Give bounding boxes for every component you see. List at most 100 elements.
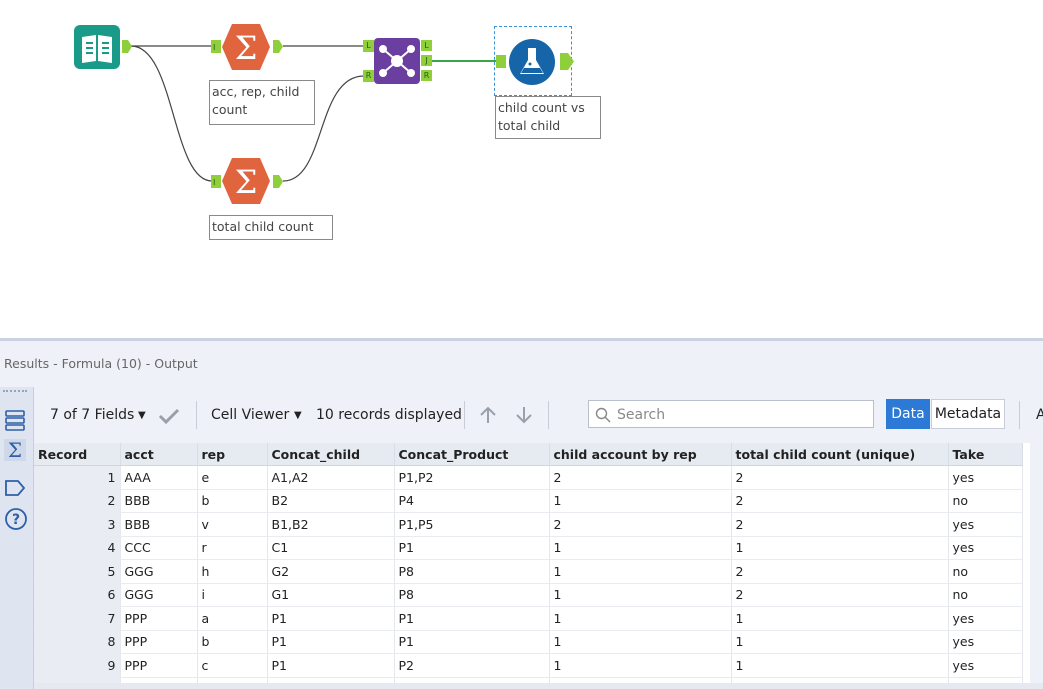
table-cell[interactable]: 2 xyxy=(549,465,732,490)
table-cell[interactable]: BBB xyxy=(120,489,198,513)
help-icon[interactable]: ? xyxy=(4,507,28,531)
table-cell[interactable]: C1 xyxy=(267,536,395,560)
table-cell[interactable]: P1 xyxy=(267,653,395,678)
column-header[interactable]: total child count (unique) xyxy=(731,443,949,466)
column-header[interactable]: Concat_child xyxy=(267,443,395,466)
table-cell[interactable]: no xyxy=(948,489,1023,513)
table-cell[interactable]: P4 xyxy=(394,677,550,683)
table-cell[interactable]: 2 xyxy=(549,512,732,537)
join-output-left[interactable]: L xyxy=(421,40,432,51)
table-cell[interactable]: PPP xyxy=(120,606,198,631)
record-number-cell[interactable]: 7 xyxy=(34,606,121,631)
table-cell[interactable]: 1 xyxy=(549,583,732,607)
sigma-icon[interactable]: Σ xyxy=(4,439,26,461)
column-header[interactable]: rep xyxy=(197,443,268,466)
record-number-cell[interactable]: 10 xyxy=(34,677,121,683)
table-view-icon[interactable] xyxy=(4,409,26,431)
record-number-cell[interactable]: 8 xyxy=(34,630,121,654)
input-anchor[interactable]: I xyxy=(211,175,221,188)
join-tool[interactable] xyxy=(374,38,420,84)
join-output-right[interactable]: R xyxy=(421,70,432,81)
table-cell[interactable]: 1 xyxy=(731,630,949,654)
table-cell[interactable]: P1 xyxy=(394,606,550,631)
table-cell[interactable]: yes xyxy=(948,536,1023,560)
workflow-canvas[interactable]: I Σ acc, rep, child count I Σ total chil… xyxy=(0,0,1043,338)
table-cell[interactable]: BBB xyxy=(120,512,198,537)
browse-tool[interactable] xyxy=(508,38,556,86)
input-data-tool[interactable] xyxy=(74,25,120,69)
table-cell[interactable]: P1 xyxy=(267,630,395,654)
truncated-toolbar-item[interactable]: A xyxy=(1036,407,1043,423)
horizontal-scrollbar[interactable] xyxy=(34,683,1043,689)
table-cell[interactable]: r xyxy=(197,536,268,560)
input-anchor[interactable]: I xyxy=(211,40,221,53)
table-cell[interactable]: 1 xyxy=(731,677,949,683)
table-cell[interactable]: h xyxy=(197,559,268,584)
table-cell[interactable]: G2 xyxy=(267,559,395,584)
table-cell[interactable]: PPP xyxy=(120,630,198,654)
table-cell[interactable]: A1,A2 xyxy=(267,465,395,490)
table-cell[interactable]: P1,P2 xyxy=(394,465,550,490)
table-cell[interactable]: P4 xyxy=(394,489,550,513)
chevron-down-icon[interactable]: ▼ xyxy=(138,410,146,421)
table-cell[interactable]: yes xyxy=(948,630,1023,654)
table-cell[interactable]: v xyxy=(197,512,268,537)
record-number-cell[interactable]: 9 xyxy=(34,653,121,678)
metadata-tab-button[interactable]: Metadata xyxy=(931,399,1005,429)
table-cell[interactable]: P1 xyxy=(267,606,395,631)
table-cell[interactable]: 2 xyxy=(731,465,949,490)
table-cell[interactable]: P2 xyxy=(394,653,550,678)
table-cell[interactable]: yes xyxy=(948,512,1023,537)
table-cell[interactable]: PPP xyxy=(120,653,198,678)
join-left-anchor[interactable]: L xyxy=(363,40,374,52)
column-header[interactable]: Take xyxy=(948,443,1023,466)
table-cell[interactable]: T1 xyxy=(267,677,395,683)
record-number-cell[interactable]: 3 xyxy=(34,512,121,537)
table-cell[interactable]: 1 xyxy=(731,606,949,631)
table-cell[interactable]: 1 xyxy=(549,559,732,584)
table-cell[interactable]: 1 xyxy=(731,536,949,560)
table-cell[interactable]: e xyxy=(197,465,268,490)
table-cell[interactable]: B2 xyxy=(267,489,395,513)
table-cell[interactable]: 2 xyxy=(731,559,949,584)
tag-icon[interactable] xyxy=(4,477,26,499)
table-cell[interactable]: yes xyxy=(948,606,1023,631)
table-cell[interactable]: P8 xyxy=(394,583,550,607)
table-cell[interactable]: a xyxy=(197,606,268,631)
table-cell[interactable]: 1 xyxy=(549,630,732,654)
table-cell[interactable]: no xyxy=(948,583,1023,607)
summarize-tool-1[interactable]: Σ xyxy=(222,24,270,70)
table-cell[interactable]: yes xyxy=(948,653,1023,678)
table-row[interactable]: 10TTTuT1P411yes xyxy=(34,677,1023,683)
grip-handle[interactable] xyxy=(3,390,27,395)
table-cell[interactable]: B1,B2 xyxy=(267,512,395,537)
table-cell[interactable]: 2 xyxy=(731,583,949,607)
output-anchor[interactable] xyxy=(560,53,574,70)
table-cell[interactable]: G1 xyxy=(267,583,395,607)
arrow-up-icon[interactable] xyxy=(478,405,498,425)
join-right-anchor[interactable]: R xyxy=(363,70,374,82)
table-cell[interactable]: 2 xyxy=(731,489,949,513)
table-cell[interactable]: GGG xyxy=(120,559,198,584)
table-cell[interactable]: b xyxy=(197,489,268,513)
search-input[interactable] xyxy=(615,404,869,426)
cell-viewer-dropdown[interactable]: Cell Viewer xyxy=(211,407,290,423)
record-number-cell[interactable]: 2 xyxy=(34,489,121,513)
table-cell[interactable]: 1 xyxy=(549,653,732,678)
column-header[interactable]: Record xyxy=(34,443,121,466)
table-cell[interactable]: P1 xyxy=(394,536,550,560)
record-number-cell[interactable]: 1 xyxy=(34,465,121,490)
table-cell[interactable]: 1 xyxy=(549,536,732,560)
table-cell[interactable]: c xyxy=(197,653,268,678)
table-cell[interactable]: 1 xyxy=(731,653,949,678)
table-cell[interactable]: TTT xyxy=(120,677,198,683)
checkmark-icon[interactable] xyxy=(158,407,180,425)
output-anchor[interactable] xyxy=(122,40,132,53)
